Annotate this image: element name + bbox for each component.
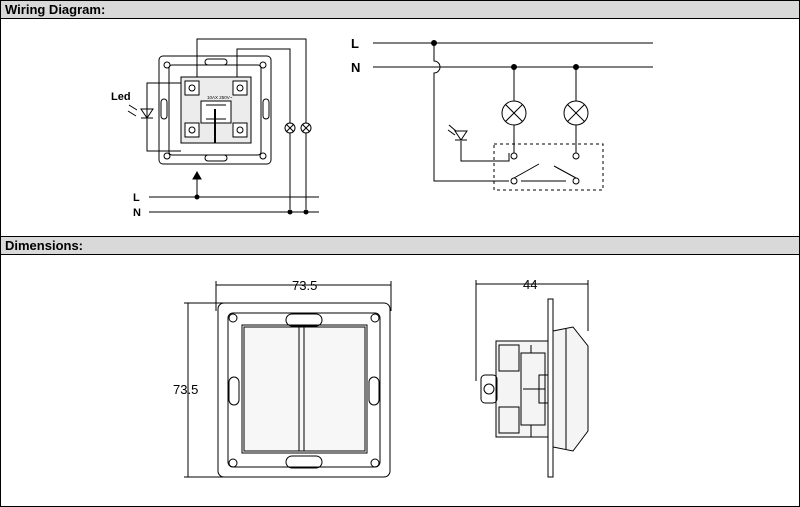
- switch-device-illustration: [158, 55, 272, 165]
- schematic-neutral-label: N: [351, 60, 360, 75]
- left-neutral-label: N: [133, 207, 141, 219]
- front-view: [184, 281, 392, 478]
- led-label: Led: [111, 91, 131, 103]
- left-line-label: L: [133, 192, 140, 204]
- depth-dimension: 44: [523, 277, 537, 292]
- height-dimension: 73.5: [173, 382, 198, 397]
- side-view: [475, 280, 589, 478]
- device-marking: 10AX 250V~: [207, 95, 233, 100]
- wiring-diagram-header: Wiring Diagram:: [1, 1, 799, 19]
- lamp-icon: [284, 122, 312, 134]
- schematic-junction-dots: [431, 40, 579, 70]
- dimensions-header: Dimensions:: [1, 236, 799, 255]
- schematic-lamp-icon: [501, 100, 589, 185]
- junction-dots: [194, 194, 309, 215]
- led-branch: [127, 82, 181, 152]
- schematic-line-label: L: [351, 36, 359, 51]
- width-dimension: 73.5: [292, 278, 317, 293]
- left-bus-lines: [149, 196, 319, 213]
